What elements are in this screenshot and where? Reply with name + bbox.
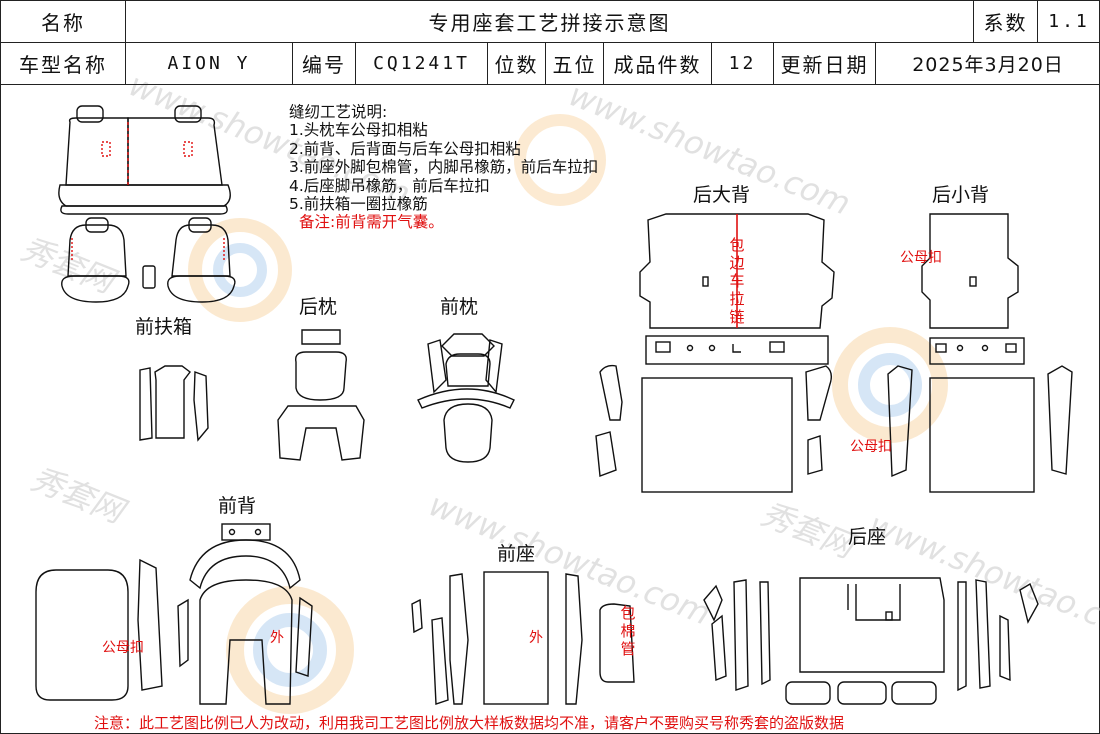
note-item: 2.前背、后背面与后车公母扣相粘 bbox=[289, 139, 521, 158]
seats-value: 五位 bbox=[545, 42, 604, 85]
seat-overview-figure bbox=[58, 105, 236, 303]
title-block: 名称 专用座套工艺拼接示意图 系数 1.1 车型名称 AION Y 编号 CQ1… bbox=[0, 0, 1100, 85]
rear-seat-pieces bbox=[703, 577, 1039, 705]
seats-label: 位数 bbox=[487, 42, 546, 85]
date-label: 更新日期 bbox=[773, 42, 876, 85]
code-value: CQ1241T bbox=[355, 42, 488, 85]
note-item: 5.前扶箱一圈拉橡筋 bbox=[289, 195, 428, 214]
code-label: 编号 bbox=[292, 42, 356, 85]
note-item: 1.头枕车公母扣相粘 bbox=[289, 121, 428, 140]
label-front-headrest: 前枕 bbox=[440, 296, 479, 318]
label-rear-big-back: 后大背 bbox=[693, 184, 751, 206]
note-item: 3.前座外脚包棉管，内脚吊橡筋，前后车拉扣 bbox=[289, 158, 599, 177]
annotation-snap: 公母扣 bbox=[900, 250, 942, 266]
annotation-snap: 公母扣 bbox=[850, 439, 892, 455]
front-seat-pieces bbox=[411, 571, 635, 705]
label-front-seat: 前座 bbox=[497, 543, 536, 565]
front-headrest-pieces bbox=[417, 333, 515, 463]
sewing-notes: 缝纫工艺说明: 1.头枕车公母扣相粘 2.前背、后背面与后车公母扣相粘 3.前座… bbox=[289, 103, 598, 232]
front-back-pieces bbox=[35, 523, 313, 705]
rear-headrest-pieces bbox=[277, 329, 365, 461]
notes-remark: 备注:前背需开气囊。 bbox=[299, 213, 444, 232]
model-label: 车型名称 bbox=[0, 42, 126, 85]
rear-big-back-pieces bbox=[595, 213, 835, 493]
label-rear-seat: 后座 bbox=[848, 526, 887, 548]
front-armrest-pieces bbox=[139, 365, 209, 442]
label-rear-headrest: 后枕 bbox=[299, 296, 338, 318]
note-item: 4.后座脚吊橡筋，前后车拉扣 bbox=[289, 176, 490, 195]
date-value: 2025年3月20日 bbox=[875, 42, 1100, 85]
annotation-snap: 公母扣 bbox=[102, 640, 144, 656]
label-front-armrest: 前扶箱 bbox=[135, 316, 193, 338]
drawing-title: 专用座套工艺拼接示意图 bbox=[125, 0, 974, 43]
annotation-cotton-tube: 包棉管 bbox=[620, 604, 636, 658]
annotation-outer: 外 bbox=[529, 630, 543, 646]
model-value: AION Y bbox=[125, 42, 293, 85]
label-rear-small-back: 后小背 bbox=[932, 184, 990, 206]
label-front-back: 前背 bbox=[218, 495, 257, 517]
annotation-outer: 外 bbox=[270, 630, 284, 646]
pieces-value: 12 bbox=[711, 42, 774, 85]
notes-heading: 缝纫工艺说明: bbox=[289, 103, 388, 121]
rear-small-back-pieces bbox=[887, 213, 1073, 493]
footer-warning: 注意：此工艺图比例已人为改动，利用我司工艺图比例放大样板数据均不准，请客户不要购… bbox=[94, 714, 845, 732]
annotation-zipper: 包边车拉链 bbox=[729, 236, 745, 326]
pieces-label: 成品件数 bbox=[603, 42, 712, 85]
